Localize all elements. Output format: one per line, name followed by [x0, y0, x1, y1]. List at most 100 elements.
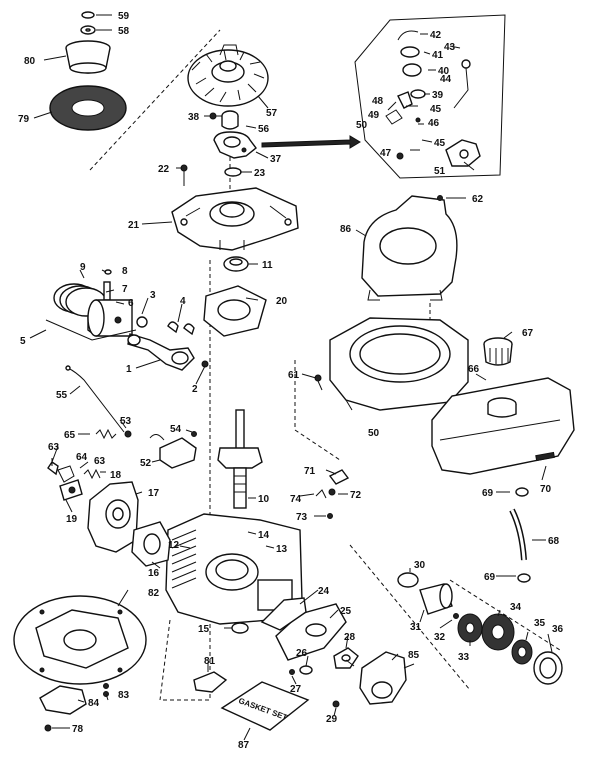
part-blower-shroud-50 — [329, 317, 469, 411]
label-84: 84 — [88, 698, 100, 709]
label-74: 74 — [290, 494, 302, 505]
part-gasket-81 — [193, 671, 228, 693]
label-57: 57 — [266, 108, 278, 119]
label-24: 24 — [318, 586, 330, 597]
label-2: 2 — [192, 384, 198, 395]
label-53: 53 — [120, 416, 132, 427]
inset-parts — [385, 30, 481, 167]
part-cylinder-block-13 — [165, 513, 303, 625]
part-intake-25 — [275, 603, 347, 661]
part-bushing-19 — [59, 479, 83, 501]
label-50-inset: 50 — [356, 120, 368, 131]
part-screw-83 — [103, 683, 109, 697]
alignment-line-carb — [349, 544, 561, 691]
part-bolt-3 — [136, 316, 148, 328]
label-35: 35 — [534, 618, 546, 629]
label-73: 73 — [296, 512, 308, 523]
part-cover-36 — [533, 651, 563, 685]
part-screw-53 — [124, 430, 132, 438]
part-washer-15 — [231, 622, 249, 634]
part-air-cleaner-31 — [419, 583, 453, 615]
label-59: 59 — [118, 11, 130, 22]
part-fuel-tank — [431, 377, 575, 475]
part-piston-6 — [87, 299, 133, 337]
label-30: 30 — [414, 560, 426, 571]
label-31: 31 — [410, 622, 422, 633]
label-12: 12 — [168, 540, 180, 551]
part-gasket-30 — [397, 572, 419, 588]
part-gasket-16 — [131, 521, 171, 567]
label-47: 47 — [380, 148, 392, 159]
part-flywheel-57 — [187, 44, 269, 107]
part-screw-62 — [437, 195, 443, 201]
label-71: 71 — [304, 466, 316, 477]
part-nut-59 — [81, 11, 95, 19]
label-40: 40 — [438, 66, 450, 77]
label-51: 51 — [434, 166, 446, 177]
label-4: 4 — [180, 296, 186, 307]
part-fuel-line-68 — [509, 508, 527, 561]
piston-group-bracket — [45, 319, 137, 341]
label-66: 66 — [468, 364, 480, 375]
label-29: 29 — [326, 714, 338, 725]
label-64: 64 — [76, 452, 88, 463]
part-plate-52 — [149, 434, 197, 469]
label-39: 39 — [432, 90, 444, 101]
part-bracket-71 — [328, 469, 350, 485]
label-28: 28 — [344, 632, 356, 643]
label-56: 56 — [258, 124, 270, 135]
part-oring-23 — [224, 167, 242, 177]
part-screw-32 — [453, 613, 459, 619]
label-9: 9 — [80, 262, 86, 273]
inset-arrow — [261, 135, 361, 149]
part-ring-35 — [511, 639, 533, 665]
part-screw-38 — [209, 112, 222, 120]
part-spring-18 — [83, 468, 101, 480]
part-fuel-cap-67 — [483, 337, 513, 366]
label-34: 34 — [510, 602, 522, 613]
part-screw-73 — [327, 513, 333, 519]
label-13: 13 — [276, 544, 288, 555]
part-filter-34 — [481, 613, 515, 651]
label-80: 80 — [24, 56, 36, 67]
inset-panel — [354, 14, 506, 179]
label-72: 72 — [350, 490, 362, 501]
label-87: 87 — [238, 740, 250, 751]
label-7: 7 — [122, 284, 128, 295]
label-45: 45 — [430, 104, 442, 115]
label-63: 63 — [48, 442, 60, 453]
label-36: 36 — [552, 624, 564, 635]
part-spring-65 — [95, 428, 117, 440]
label-10: 10 — [258, 494, 270, 505]
label-50: 50 — [368, 428, 380, 439]
part-gasket-26 — [299, 665, 313, 675]
label-68: 68 — [548, 536, 560, 547]
part-seal-11 — [223, 256, 249, 272]
alignment-line-base — [159, 619, 171, 701]
label-83: 83 — [118, 690, 130, 701]
label-81: 81 — [204, 656, 216, 667]
label-18: 18 — [110, 470, 122, 481]
gasket-set-87: GASKET SET — [220, 681, 310, 731]
label-43: 43 — [444, 42, 456, 53]
label-19: 19 — [66, 514, 78, 525]
label-21: 21 — [128, 220, 140, 231]
label-25: 25 — [340, 606, 352, 617]
label-54: 54 — [170, 424, 182, 435]
part-screw-27 — [289, 669, 295, 675]
label-38: 38 — [188, 112, 200, 123]
label-32: 32 — [434, 632, 446, 643]
part-clamp-69b — [517, 573, 531, 583]
part-spring-74 — [315, 489, 327, 499]
part-dipper-4 — [167, 321, 195, 336]
part-hub-56 — [221, 110, 239, 130]
label-46: 46 — [428, 118, 440, 129]
label-17: 17 — [148, 488, 160, 499]
label-65: 65 — [64, 430, 76, 441]
part-lever-63 — [47, 461, 59, 476]
part-screw-61 — [314, 374, 323, 391]
part-gasket-20 — [203, 285, 267, 337]
label-61: 61 — [288, 370, 300, 381]
label-20: 20 — [276, 296, 288, 307]
